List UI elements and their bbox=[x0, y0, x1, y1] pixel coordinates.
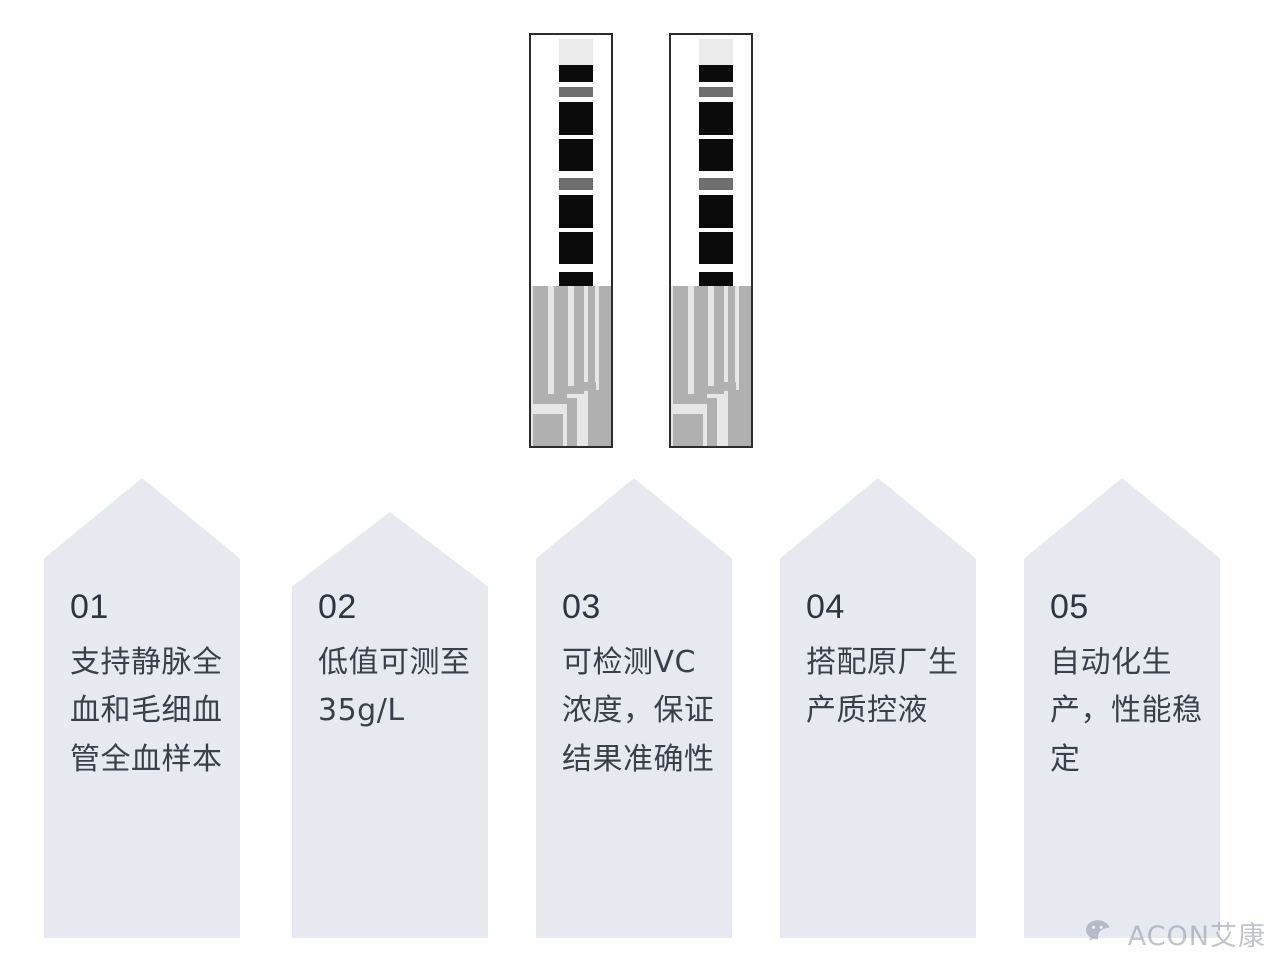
feature-card-02[interactable]: 02 低值可测至35g/L bbox=[292, 512, 488, 938]
feature-card-01-content: 01 支持静脉全血和毛细血管全血样本 bbox=[70, 586, 230, 784]
reagent-band bbox=[559, 139, 593, 171]
feature-card-05[interactable]: 05 自动化生产，性能稳定 bbox=[1024, 478, 1220, 938]
electrode-trace bbox=[588, 390, 600, 446]
feature-card-01[interactable]: 01 支持静脉全血和毛细血管全血样本 bbox=[44, 478, 240, 938]
feature-number-03: 03 bbox=[562, 588, 601, 626]
reagent-band bbox=[559, 232, 593, 264]
reagent-band bbox=[559, 87, 593, 97]
electrode-trace bbox=[739, 286, 751, 446]
electrode-trace bbox=[533, 414, 563, 446]
electrode-pattern-left bbox=[531, 286, 611, 446]
watermark-label: ACON艾康 bbox=[1127, 921, 1266, 952]
feature-number-02: 02 bbox=[318, 588, 357, 626]
feature-text-01: 支持静脉全血和毛细血管全血样本 bbox=[70, 644, 223, 777]
electrode-trace bbox=[714, 382, 736, 391]
reagent-band bbox=[559, 102, 593, 135]
electrode-trace bbox=[588, 286, 595, 398]
wechat-watermark: ACON艾康 bbox=[1085, 914, 1266, 953]
feature-card-05-content: 05 自动化生产，性能稳定 bbox=[1050, 586, 1210, 784]
test-strip-right bbox=[669, 33, 753, 448]
feature-text-04: 搭配原厂生产质控液 bbox=[806, 644, 959, 729]
electrode-trace bbox=[728, 286, 735, 398]
reagent-band bbox=[559, 39, 593, 65]
product-image-area bbox=[0, 0, 1280, 470]
electrode-trace bbox=[714, 286, 724, 386]
reagent-band bbox=[699, 195, 733, 228]
wechat-icon bbox=[1085, 919, 1110, 941]
reagent-band bbox=[699, 39, 733, 65]
feature-card-04-content: 04 搭配原厂生产质控液 bbox=[806, 586, 966, 736]
reagent-band bbox=[699, 178, 733, 190]
electrode-trace bbox=[694, 386, 724, 394]
electrode-trace bbox=[567, 398, 577, 446]
reagent-band bbox=[559, 195, 593, 228]
feature-cards-row: 01 支持静脉全血和毛细血管全血样本 02 低值可测至35g/L 03 可检测V… bbox=[0, 470, 1280, 975]
feature-card-04[interactable]: 04 搭配原厂生产质控液 bbox=[780, 478, 976, 938]
feature-text-02: 低值可测至35g/L bbox=[318, 644, 471, 729]
feature-card-03-content: 03 可检测VC浓度，保证结果准确性 bbox=[562, 586, 722, 784]
electrode-trace bbox=[574, 382, 596, 391]
electrode-trace bbox=[707, 398, 717, 446]
electrode-trace bbox=[533, 286, 548, 398]
reagent-band bbox=[699, 272, 733, 290]
reagent-band bbox=[699, 139, 733, 171]
electrode-trace bbox=[554, 286, 568, 386]
reagent-band bbox=[699, 65, 733, 82]
reagent-band bbox=[699, 232, 733, 264]
feature-number-04: 04 bbox=[806, 588, 845, 626]
electrode-trace bbox=[673, 286, 688, 398]
electrode-trace bbox=[554, 386, 584, 394]
reagent-band bbox=[559, 65, 593, 82]
feature-card-03[interactable]: 03 可检测VC浓度，保证结果准确性 bbox=[536, 478, 732, 938]
electrode-trace bbox=[728, 390, 740, 446]
electrode-trace bbox=[673, 414, 703, 446]
reagent-band bbox=[559, 178, 593, 190]
reagent-band bbox=[559, 272, 593, 290]
reagent-band bbox=[699, 87, 733, 97]
electrode-pattern-right bbox=[671, 286, 751, 446]
feature-number-01: 01 bbox=[70, 588, 109, 626]
feature-text-05: 自动化生产，性能稳定 bbox=[1050, 644, 1203, 777]
feature-number-05: 05 bbox=[1050, 588, 1089, 626]
feature-text-03: 可检测VC浓度，保证结果准确性 bbox=[562, 644, 715, 777]
electrode-trace bbox=[533, 394, 567, 404]
feature-card-02-content: 02 低值可测至35g/L bbox=[318, 586, 478, 736]
electrode-trace bbox=[574, 286, 584, 386]
electrode-trace bbox=[599, 286, 611, 446]
test-strip-left bbox=[529, 33, 613, 448]
electrode-trace bbox=[673, 394, 707, 404]
reagent-band bbox=[699, 102, 733, 135]
electrode-trace bbox=[694, 286, 708, 386]
